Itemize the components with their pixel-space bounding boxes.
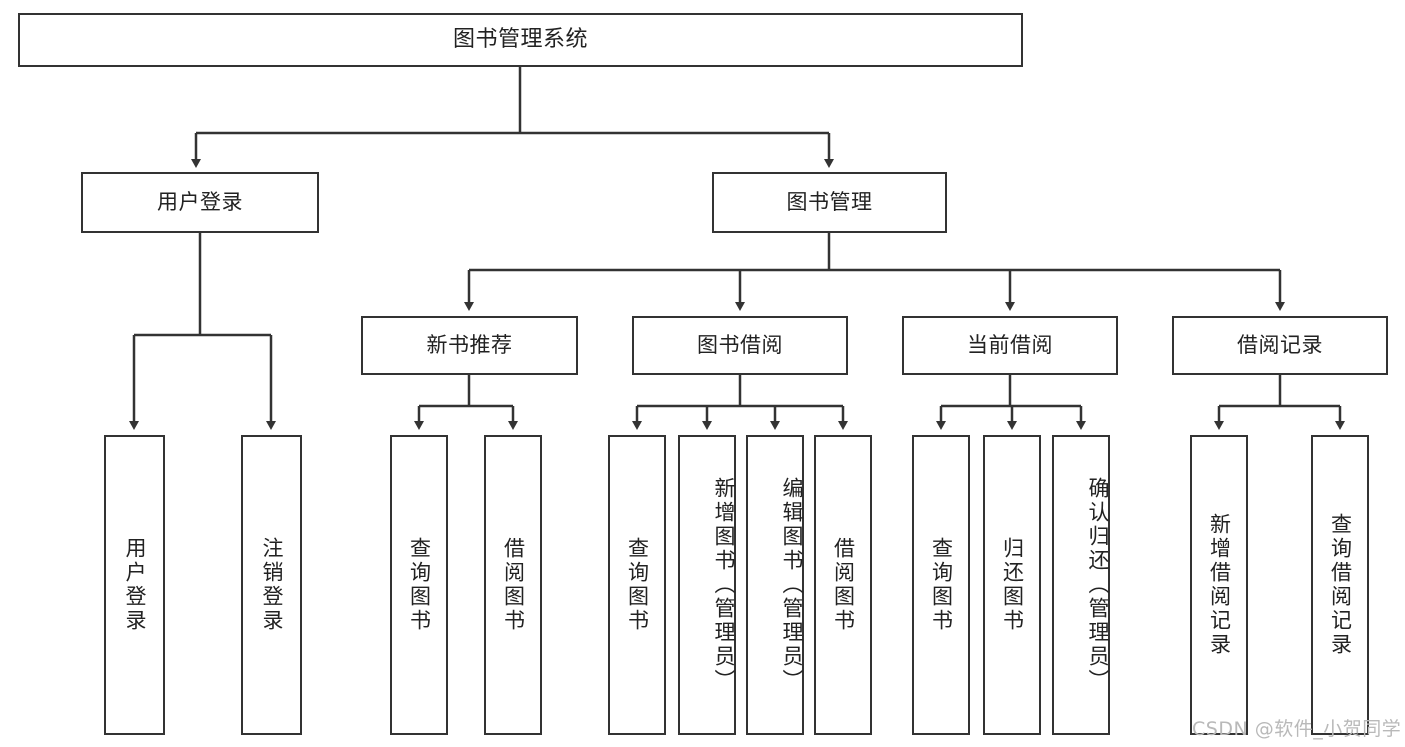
node-label: 图书借阅 bbox=[697, 332, 783, 357]
connector-group-book-borrow bbox=[632, 375, 848, 430]
node-borrowing-record[interactable]: 借阅记录 bbox=[1172, 316, 1388, 375]
node-leaf-edit-book[interactable]: 编辑图书（管理员） bbox=[746, 435, 804, 735]
node-label: 归还图书 bbox=[1000, 537, 1025, 633]
node-leaf-query-book-2[interactable]: 查询图书 bbox=[608, 435, 666, 735]
node-label: 编辑图书（管理员） bbox=[780, 477, 804, 693]
connector-group-new-book-rec bbox=[414, 375, 518, 430]
node-leaf-logout[interactable]: 注销登录 bbox=[241, 435, 302, 735]
node-label: 借阅图书 bbox=[831, 537, 856, 633]
node-leaf-user-login[interactable]: 用户登录 bbox=[104, 435, 165, 735]
node-root-system[interactable]: 图书管理系统 bbox=[18, 13, 1023, 67]
node-label: 图书管理 bbox=[786, 189, 873, 214]
node-new-book-recommendation[interactable]: 新书推荐 bbox=[361, 316, 578, 375]
node-label: 借阅图书 bbox=[501, 537, 526, 633]
connector-group-current-borrow bbox=[936, 375, 1086, 430]
node-label: 注销登录 bbox=[260, 537, 284, 633]
node-label: 用户登录 bbox=[157, 189, 243, 214]
node-leaf-confirm-return[interactable]: 确认归还（管理员） bbox=[1052, 435, 1110, 735]
node-label: 查询借阅记录 bbox=[1328, 513, 1353, 657]
node-leaf-query-record[interactable]: 查询借阅记录 bbox=[1311, 435, 1369, 735]
node-leaf-query-book-1[interactable]: 查询图书 bbox=[390, 435, 448, 735]
node-label: 确认归还（管理员） bbox=[1086, 477, 1110, 693]
node-leaf-add-book[interactable]: 新增图书（管理员） bbox=[678, 435, 736, 735]
node-label: 借阅记录 bbox=[1237, 332, 1323, 357]
node-label: 查询图书 bbox=[625, 537, 650, 633]
node-label: 新增图书（管理员） bbox=[712, 477, 736, 693]
node-label: 新书推荐 bbox=[426, 332, 513, 357]
node-leaf-add-record[interactable]: 新增借阅记录 bbox=[1190, 435, 1248, 735]
connector-group-root bbox=[191, 67, 834, 168]
connector-group-user-login bbox=[129, 233, 276, 430]
node-leaf-borrow-book-1[interactable]: 借阅图书 bbox=[484, 435, 542, 735]
node-book-borrowing[interactable]: 图书借阅 bbox=[632, 316, 848, 375]
connector-group-borrow-record bbox=[1214, 375, 1345, 430]
node-book-management[interactable]: 图书管理 bbox=[712, 172, 947, 233]
node-label: 图书管理系统 bbox=[452, 26, 588, 52]
connector-group-book-mgmt bbox=[464, 233, 1285, 311]
node-label: 查询图书 bbox=[929, 537, 954, 633]
node-label: 当前借阅 bbox=[967, 332, 1053, 357]
node-leaf-borrow-book-2[interactable]: 借阅图书 bbox=[814, 435, 872, 735]
node-label: 查询图书 bbox=[407, 537, 432, 633]
node-current-borrowing[interactable]: 当前借阅 bbox=[902, 316, 1118, 375]
node-leaf-return-book[interactable]: 归还图书 bbox=[983, 435, 1041, 735]
node-label: 新增借阅记录 bbox=[1207, 513, 1232, 657]
node-leaf-query-book-3[interactable]: 查询图书 bbox=[912, 435, 970, 735]
node-label: 用户登录 bbox=[123, 537, 147, 633]
node-user-login[interactable]: 用户登录 bbox=[81, 172, 319, 233]
